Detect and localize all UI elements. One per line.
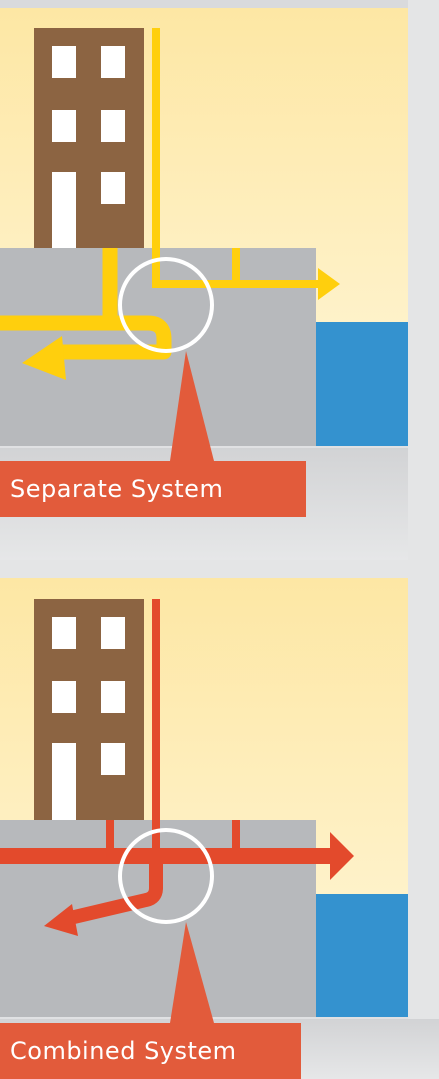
callout-box (0, 1023, 301, 1079)
window (101, 681, 125, 713)
right-margin (408, 578, 439, 1079)
water-body (316, 322, 408, 446)
building (34, 28, 144, 250)
top-border (0, 0, 439, 8)
storm-pipe-arrow (318, 268, 340, 300)
combined-main-pipe (0, 848, 334, 864)
window (52, 681, 76, 713)
window (101, 172, 125, 204)
window (101, 743, 125, 775)
treatment-branch-arrow (44, 904, 78, 936)
treatment-branch (68, 856, 163, 925)
highlight-circle (118, 257, 214, 353)
separate-system-label: Separate System (10, 475, 224, 503)
window (101, 110, 125, 142)
door (52, 172, 76, 250)
highlight-circle (118, 828, 214, 924)
window (52, 110, 76, 142)
callout-box (0, 461, 306, 517)
door (52, 743, 76, 821)
sanitary-pipe (0, 248, 172, 360)
storm-pipe (152, 28, 318, 288)
sanitary-pipe-arrow (22, 336, 66, 380)
panel-gap (0, 560, 439, 578)
window (101, 46, 125, 78)
building (34, 599, 144, 821)
water-body (316, 894, 408, 1018)
callout-pointer (170, 351, 214, 461)
combined-system-label: Combined System (10, 1037, 237, 1065)
panel-separate (0, 0, 439, 560)
right-margin (408, 0, 439, 560)
callout-pointer (170, 922, 214, 1023)
window (101, 617, 125, 649)
window (52, 617, 76, 649)
combined-pipe-arrow (330, 832, 354, 880)
panel-combined (0, 560, 439, 1079)
window (52, 46, 76, 78)
